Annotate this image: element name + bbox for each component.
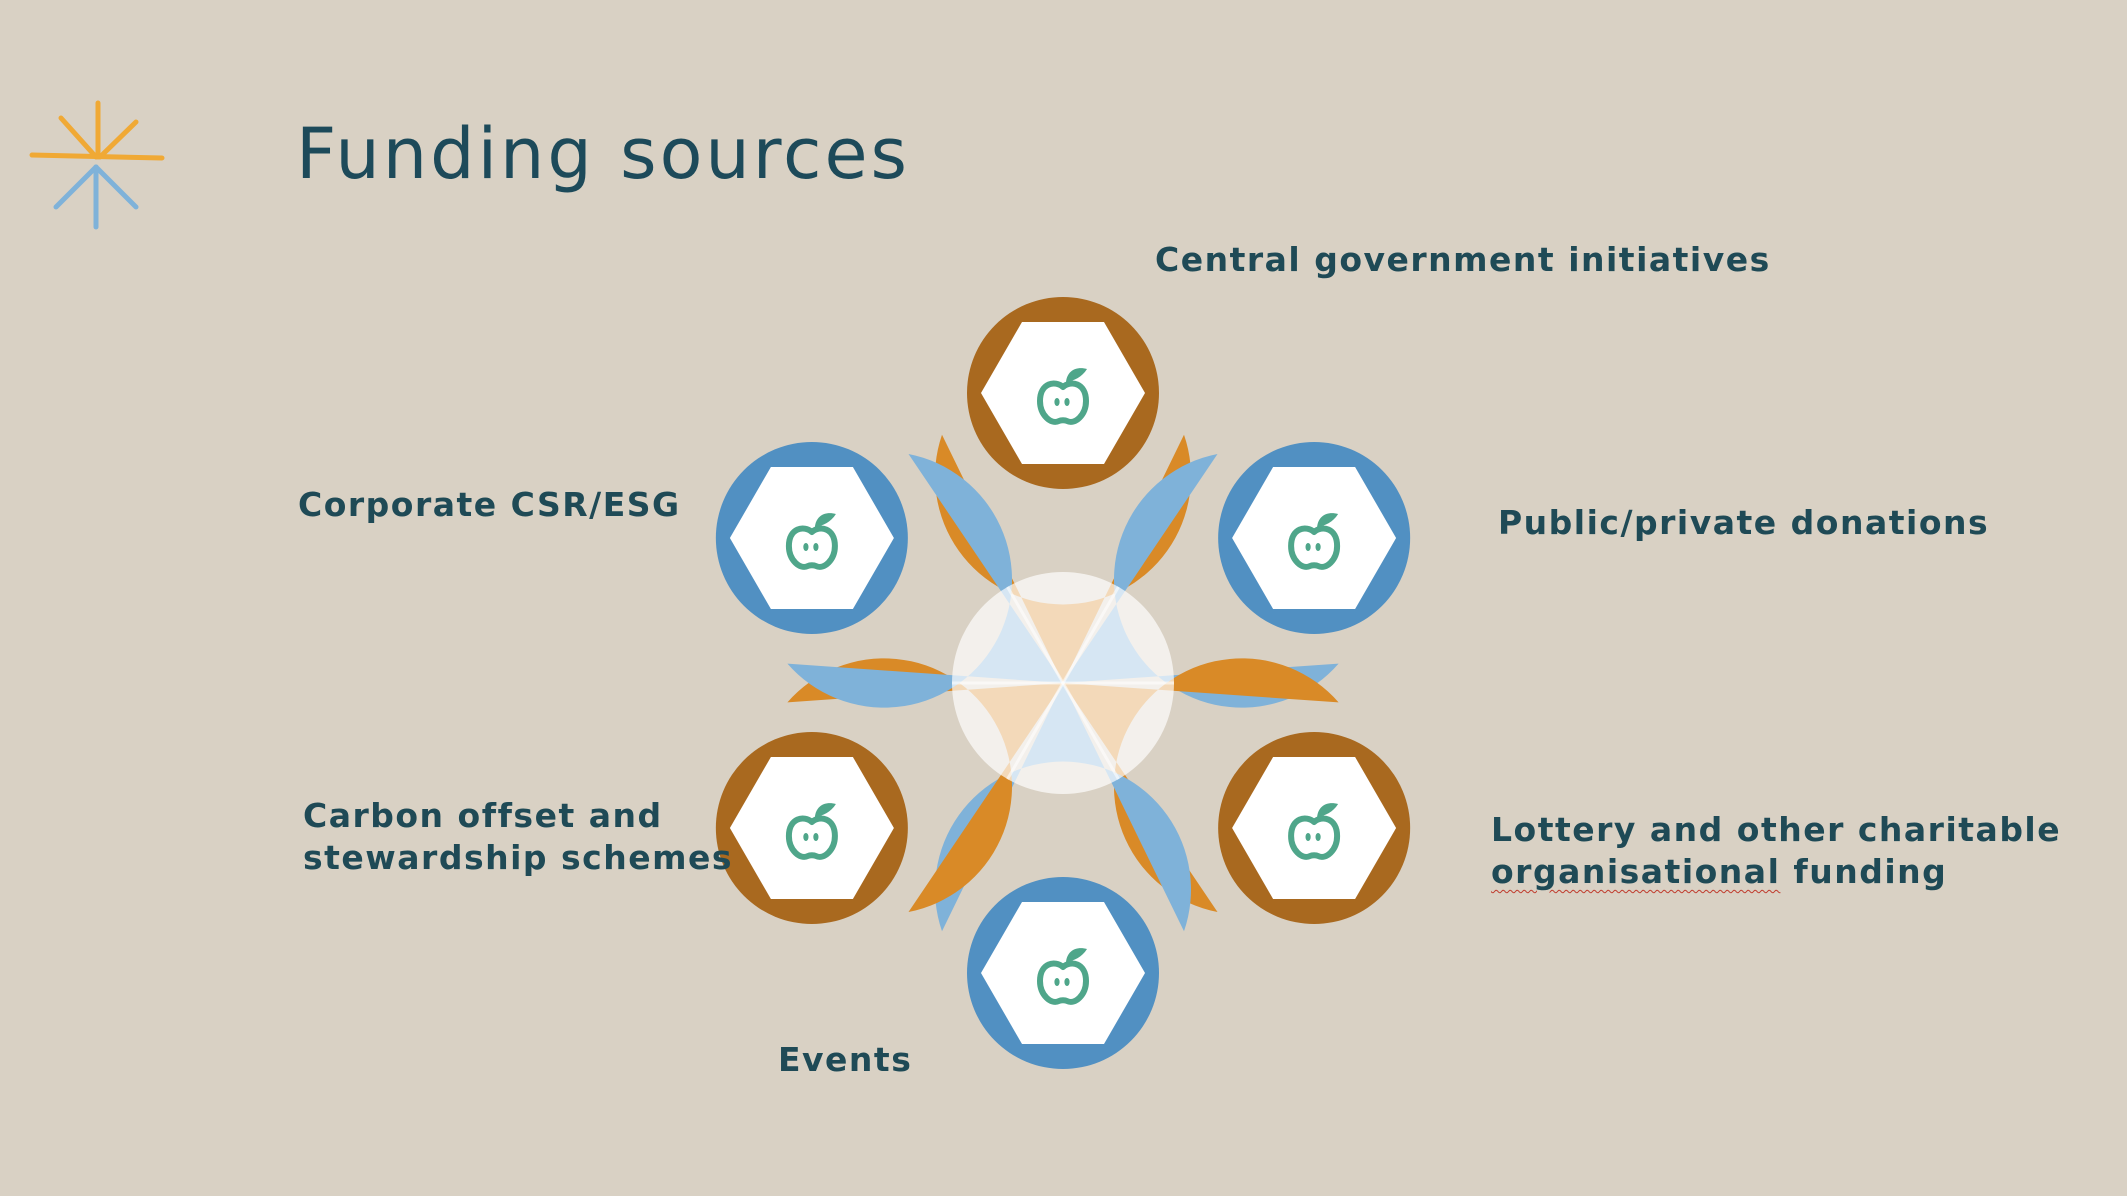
label-public-private-donations: Public/private donations bbox=[1498, 502, 1989, 544]
sun-arrow-logo-icon bbox=[29, 100, 165, 230]
hexagon bbox=[981, 902, 1145, 1044]
petal-shape bbox=[787, 658, 1063, 912]
label-events: Events bbox=[778, 1039, 912, 1081]
petal-lottery bbox=[1063, 658, 1411, 924]
logo-arrow-right bbox=[93, 164, 139, 210]
petal-shape bbox=[1063, 658, 1339, 912]
label-central-government: Central government initiatives bbox=[1155, 239, 1771, 281]
hexagon bbox=[981, 322, 1145, 464]
logo-ray bbox=[58, 115, 99, 160]
hub-divider bbox=[1006, 586, 1065, 684]
label-line-rest: funding bbox=[1780, 852, 1948, 891]
hub-divider bbox=[1061, 586, 1120, 684]
label-line: Events bbox=[778, 1040, 913, 1079]
petal-corporate-csr bbox=[715, 442, 1063, 708]
logo-ray bbox=[97, 119, 139, 160]
hexagon bbox=[1232, 467, 1397, 609]
label-lottery: Lottery and other charitable organisatio… bbox=[1491, 809, 2061, 893]
petal-shape bbox=[787, 454, 1063, 708]
label-line: organisational funding bbox=[1491, 851, 2061, 893]
label-line-word: organisational bbox=[1491, 852, 1781, 891]
hexagon bbox=[729, 467, 894, 609]
logo-arrow-left bbox=[53, 164, 99, 210]
petal-shape bbox=[1063, 454, 1339, 708]
hexagon bbox=[1232, 757, 1397, 899]
label-line: Central government initiatives bbox=[1155, 240, 1771, 279]
hub-divider bbox=[1006, 682, 1065, 780]
label-line: Carbon offset and bbox=[303, 796, 663, 835]
slide-title: Funding sources bbox=[296, 113, 911, 195]
petal-public-private-donations bbox=[1063, 442, 1411, 708]
logo-ray bbox=[29, 152, 165, 161]
label-line: Corporate CSR/ESG bbox=[298, 485, 681, 524]
hub-divider bbox=[1061, 682, 1120, 780]
label-line: Public/private donations bbox=[1498, 503, 1990, 542]
label-corporate-csr: Corporate CSR/ESG bbox=[298, 484, 681, 526]
hexagon bbox=[729, 757, 894, 899]
label-carbon-offset: Carbon offset and stewardship schemes bbox=[303, 795, 733, 879]
petal-carbon-offset bbox=[715, 658, 1063, 924]
label-line: stewardship schemes bbox=[303, 838, 733, 877]
label-line: Lottery and other charitable bbox=[1491, 810, 2062, 849]
